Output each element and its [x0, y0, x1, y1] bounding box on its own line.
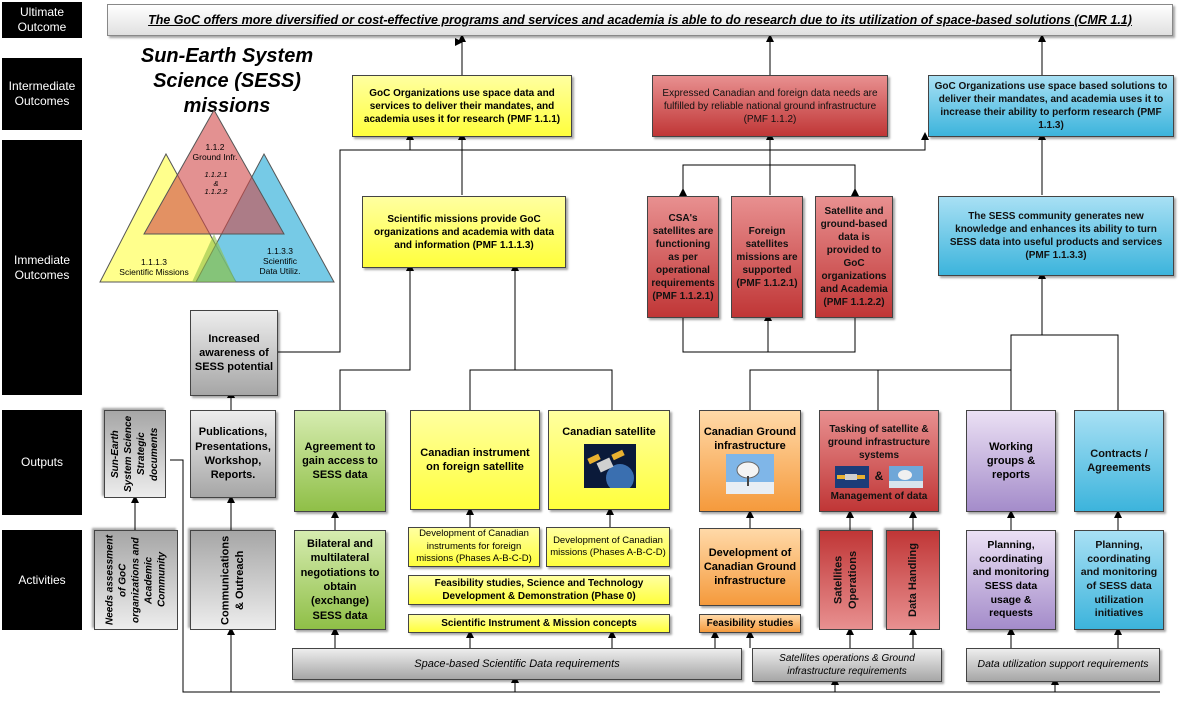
intermediate-outcome-1-1-3: GoC Organizations use space based soluti…: [928, 75, 1174, 137]
requirement-space-data: Space-based Scientific Data requirements: [292, 648, 742, 680]
activity-data-handling: Data Handling: [886, 530, 940, 630]
activity-concepts: Scientific Instrument & Mission concepts: [408, 614, 670, 633]
output-canadian-ground-label: Canadian Ground infrastructure: [703, 426, 797, 453]
triangle-venn-diagram: [99, 108, 335, 283]
satellite-image-icon: [584, 444, 636, 488]
triangle-label-center: 1.1.2.1 & 1.1.2.2: [204, 170, 228, 197]
ground-antenna-image-icon: [726, 454, 774, 494]
output-tasking-label: Tasking of satellite & ground infrastruc…: [827, 424, 931, 461]
diagram-title: Sun-Earth System Science (SESS) missions: [140, 45, 314, 117]
triangle-label-top: 1.1.2 Ground Infr.: [192, 142, 238, 162]
requirement-data-utilization: Data utilization support requirements: [966, 648, 1160, 682]
activity-dev-instruments: Development of Canadian instruments for …: [408, 527, 540, 567]
requirement-satellite-operations: Satellites operations & Ground infrastru…: [752, 648, 942, 682]
immediate-outcome-csa-satellites: CSA's satellites are functioning as per …: [647, 196, 719, 318]
activity-dev-missions: Development of Canadian missions (Phases…: [546, 527, 670, 567]
output-canadian-satellite-label: Canadian satellite: [562, 426, 656, 438]
immediate-outcome-satellite-ground-data: Satellite and ground-based data is provi…: [815, 196, 893, 318]
activity-bilateral-negotiations: Bilateral and multilateral negotiations …: [294, 530, 386, 630]
intermediate-outcome-1-1-1: GoC Organizations use space data and ser…: [352, 75, 572, 137]
output-publications: Publications, Presentations, Workshop, R…: [190, 410, 276, 498]
output-contracts: Contracts / Agreements: [1074, 410, 1164, 512]
activity-feasibility-studies: Feasibility studies: [699, 614, 801, 633]
immediate-outcome-awareness: Increased awareness of SESS potential: [190, 310, 278, 396]
row-label-intermediate-outcomes: Intermediate Outcomes: [2, 58, 82, 130]
immediate-outcome-sess-community: The SESS community generates new knowled…: [938, 196, 1174, 276]
triangle-overlap-bottom: [192, 234, 236, 282]
output-tasking-management: Management of data: [830, 491, 928, 502]
ground-station-small-image-icon: [889, 466, 924, 488]
triangle-label-right: 1.1.3.3 Scientific Data Utiliz.: [259, 246, 301, 276]
activity-feasibility-science: Feasibility studies, Science and Technol…: [408, 575, 670, 605]
output-strategic-documents: Sun-Earth System Science Strategic docum…: [104, 410, 166, 498]
immediate-outcome-scientific-missions: Scientific missions provide GoC organiza…: [362, 196, 566, 268]
tasking-images-row: &: [834, 466, 924, 488]
tasking-ampersand: &: [874, 469, 884, 484]
row-label-activities: Activities: [2, 530, 82, 630]
activity-dev-ground-infrastructure: Development of Canadian Ground infrastru…: [699, 528, 801, 606]
intermediate-outcome-1-1-2: Expressed Canadian and foreign data need…: [652, 75, 888, 137]
activity-needs-assessment: Needs assessment of GoC organizations an…: [94, 530, 178, 630]
ultimate-outcome-box: The GoC offers more diversified or cost-…: [107, 4, 1173, 36]
activity-communications-outreach: Communications & Outreach: [190, 530, 276, 630]
output-canadian-instrument: Canadian instrument on foreign satellite: [410, 410, 540, 510]
output-agreement: Agreement to gain access to SESS data: [294, 410, 386, 512]
immediate-outcome-foreign-satellites: Foreign satellites missions are supporte…: [731, 196, 803, 318]
activity-planning-sess-data-usage: Planning, coordinating and monitoring SE…: [966, 530, 1056, 630]
row-label-outputs: Outputs: [2, 410, 82, 515]
output-tasking: Tasking of satellite & ground infrastruc…: [819, 410, 939, 512]
triangle-label-left: 1.1.1.3 Scientific Missions: [119, 257, 189, 277]
activity-satellite-operations: Satellites Operations: [819, 530, 873, 630]
satellite-small-image-icon: [834, 466, 869, 488]
output-working-groups: Working groups & reports: [966, 410, 1056, 512]
row-label-ultimate-outcome: Ultimate Outcome: [2, 2, 82, 38]
row-label-immediate-outcomes: Immediate Outcomes: [2, 140, 82, 395]
activity-planning-data-utilization: Planning, coordinating and monitoring of…: [1074, 530, 1164, 630]
